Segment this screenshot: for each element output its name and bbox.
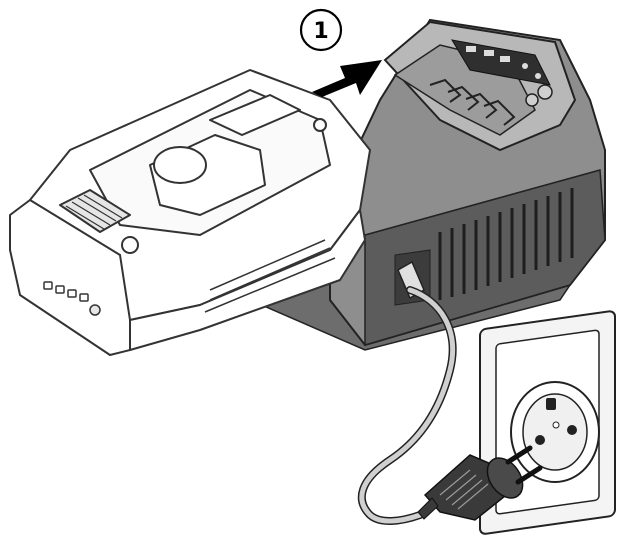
socket-hole-left <box>535 435 545 445</box>
plug-face <box>486 457 524 499</box>
status-led-2 <box>484 50 494 56</box>
insert-arrow <box>312 60 382 97</box>
socket-earth-pin <box>546 398 556 410</box>
battery-pack <box>9 69 371 356</box>
status-led-1 <box>466 46 476 52</box>
battery-led-4 <box>79 293 89 302</box>
charger-button-1[interactable] <box>537 84 553 100</box>
step-marker: 1 <box>299 8 343 52</box>
plug-prong-2 <box>515 465 543 485</box>
charger-button-2[interactable] <box>525 93 539 107</box>
battery-side-ridges <box>204 239 336 313</box>
power-plug <box>417 445 543 521</box>
status-indicator-2 <box>535 73 541 79</box>
socket-center-screw <box>552 421 560 429</box>
arrow-icon <box>312 60 382 97</box>
socket-hole-right <box>567 425 577 435</box>
wall-socket <box>479 310 616 535</box>
battery-led-2 <box>55 285 65 294</box>
charger-contacts <box>429 78 516 126</box>
battery-side-face <box>129 209 366 351</box>
plug-strain-relief <box>417 497 439 520</box>
battery-led-3 <box>67 289 77 298</box>
status-led-3 <box>500 56 510 62</box>
status-indicator-1 <box>522 63 528 69</box>
cable-fill <box>359 287 456 524</box>
charger-vents <box>438 188 574 300</box>
step-number: 1 <box>313 19 328 44</box>
battery-top-rail <box>209 94 301 136</box>
battery-grip-lines <box>65 194 123 230</box>
socket-recess <box>522 393 588 471</box>
battery-charge-indicator <box>43 281 101 316</box>
battery-led-1 <box>43 281 53 290</box>
battery-grip-pad <box>59 189 131 233</box>
charger-status-panel <box>451 39 551 86</box>
battery-latch-button[interactable] <box>153 146 207 184</box>
battery-indicator-button[interactable] <box>89 304 101 316</box>
plug-grip-lines <box>439 469 489 510</box>
plug-prong-1 <box>505 445 533 465</box>
battery-release-button[interactable] <box>121 236 139 254</box>
battery-top-screw <box>313 118 327 132</box>
power-cable <box>357 286 457 525</box>
